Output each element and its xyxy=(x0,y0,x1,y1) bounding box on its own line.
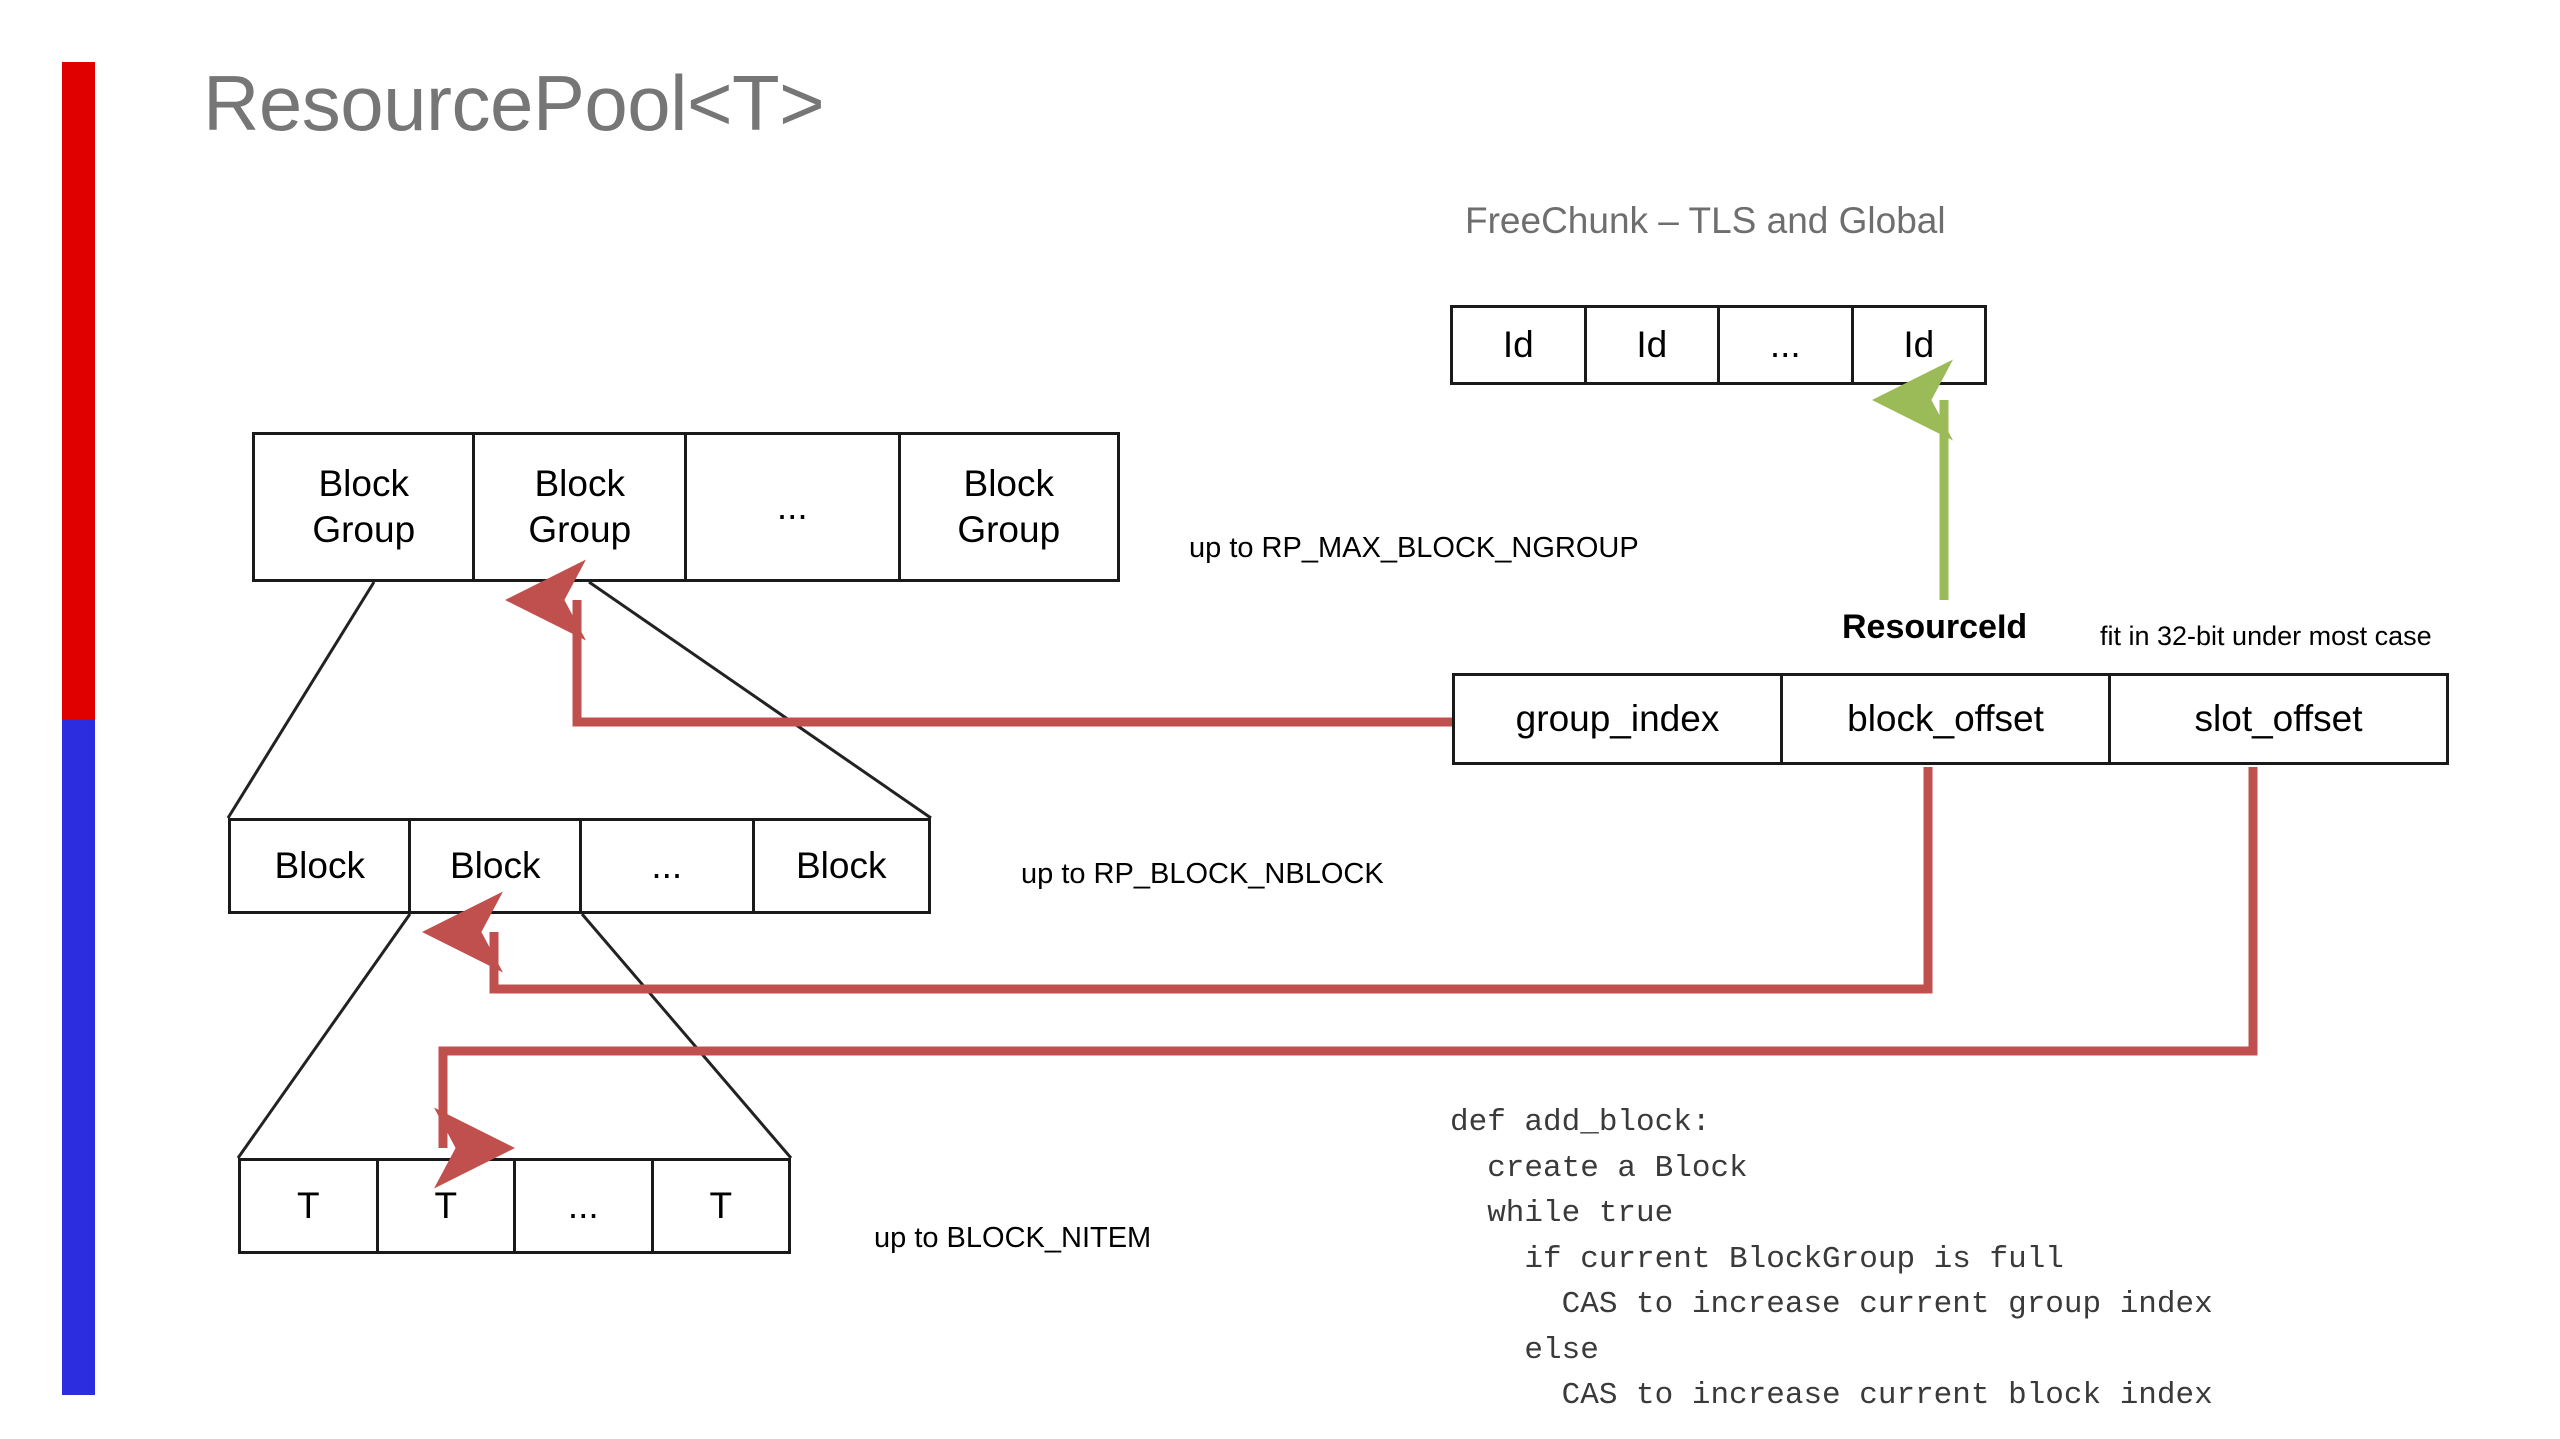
item-slot-cell: T xyxy=(241,1161,379,1251)
block-table: Block Block ... Block xyxy=(228,818,931,914)
resource-id-note: fit in 32-bit under most case xyxy=(2100,621,2432,651)
resource-id-table: group_index block_offset slot_offset xyxy=(1452,673,2449,765)
freechunk-cell: Id xyxy=(1453,308,1587,382)
block-group-cell-line2: Group xyxy=(312,509,416,550)
block-group-cell-ellipsis: ... xyxy=(687,435,901,579)
block-cell-ellipsis: ... xyxy=(581,821,755,911)
item-slot-table: T T ... T xyxy=(238,1158,791,1254)
block-to-item-expansion-lines xyxy=(236,913,793,1159)
group-index-connector xyxy=(505,559,1452,727)
block-limit-label: up to RP_BLOCK_NBLOCK xyxy=(1021,858,1384,890)
block-cell: Block xyxy=(754,821,928,911)
resource-id-title: ResourceId xyxy=(1842,608,2028,646)
block-group-table: Block Group Block Group ... Block Group xyxy=(252,432,1120,582)
accent-bar-red-segment xyxy=(62,62,95,720)
block-group-cell-line2: Group xyxy=(957,509,1061,550)
slide-accent-bar xyxy=(62,62,95,1395)
block-group-cell-line1: ... xyxy=(776,485,808,527)
add-block-pseudocode: def add_block: create a Block while true… xyxy=(1450,1105,2213,1414)
item-slot-cell-ellipsis: ... xyxy=(516,1161,654,1251)
block-group-cell-line1: Block xyxy=(963,462,1054,504)
block-cell: Block xyxy=(231,821,412,911)
page-title: ResourcePool<T> xyxy=(203,59,825,147)
accent-bar-blue-segment xyxy=(62,720,95,1395)
block-group-cell: Block Group xyxy=(475,435,687,579)
resource-id-field-block-offset: block_offset xyxy=(1783,676,2112,762)
block-group-limit-label: up to RP_MAX_BLOCK_NGROUP xyxy=(1189,532,1639,564)
item-limit-label: up to BLOCK_NITEM xyxy=(874,1222,1152,1254)
resource-id-field-group-index: group_index xyxy=(1455,676,1784,762)
resource-id-field-slot-offset: slot_offset xyxy=(2111,676,2446,762)
block-cell: Block xyxy=(411,821,582,911)
freechunk-heading: FreeChunk – TLS and Global xyxy=(1465,200,1946,241)
freechunk-cell-ellipsis: ... xyxy=(1720,308,1854,382)
blockgroup-to-block-expansion-lines xyxy=(226,580,932,820)
item-slot-cell: T xyxy=(653,1161,788,1251)
block-group-cell-line2: Group xyxy=(528,509,632,550)
block-group-cell: Block Group xyxy=(900,435,1117,579)
freechunk-cell: Id xyxy=(1586,308,1720,382)
block-group-cell: Block Group xyxy=(255,435,476,579)
block-group-cell-line1: Block xyxy=(318,462,409,504)
item-slot-cell: T xyxy=(378,1161,516,1251)
freechunk-cell: Id xyxy=(1853,308,1984,382)
block-group-cell-line1: Block xyxy=(534,462,625,504)
freechunk-id-table: Id Id ... Id xyxy=(1450,305,1987,385)
